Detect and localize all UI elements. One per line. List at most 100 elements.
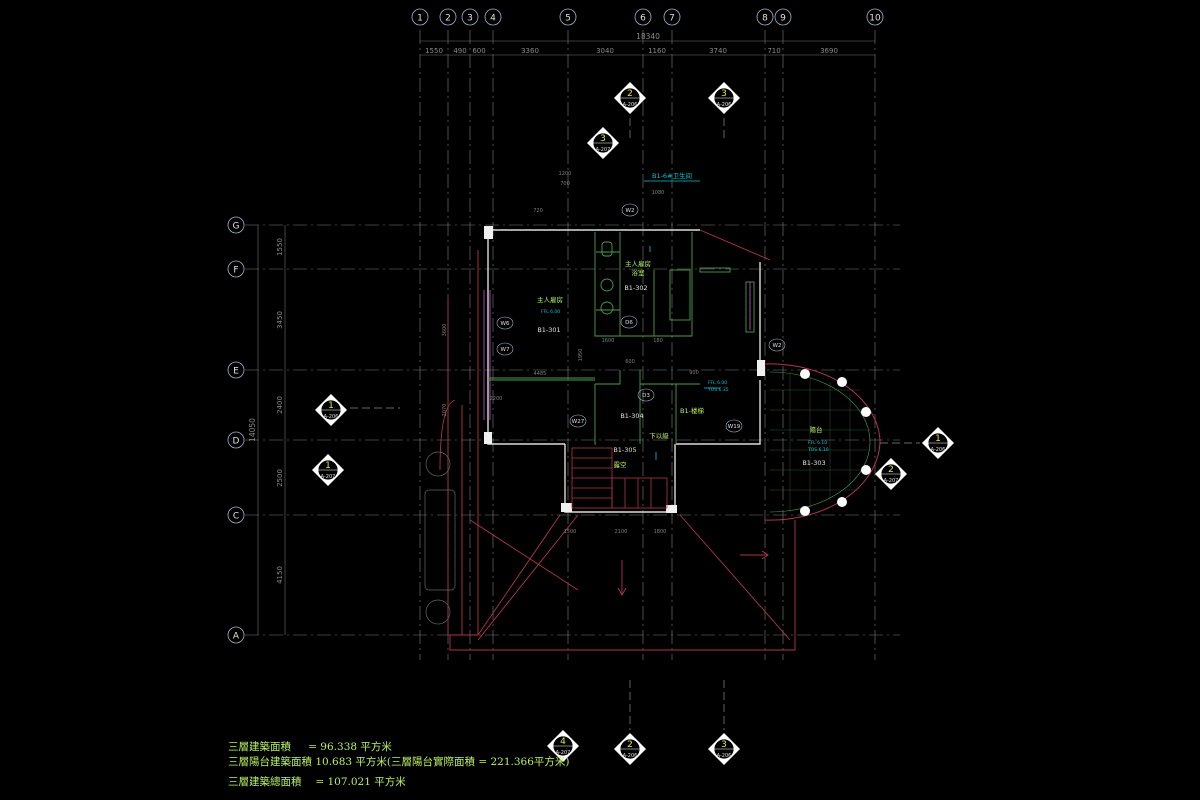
- level-marks: FFL 6.00 FFL 6.00 TOS 6.35 FFL 6.10 TOS …: [541, 309, 829, 453]
- tag-w27: W27: [572, 419, 585, 425]
- lower-level-features: [424, 451, 456, 625]
- section-7-num: 2: [888, 465, 894, 475]
- room-labels: 主人雇房 B1-301 主人雇房 浴室 B1-302 B1-304 B1-楼梯 …: [537, 171, 826, 469]
- left-dimension-labels: 1550 3450 2400 2500 4150: [276, 238, 284, 584]
- structural-columns: [484, 226, 765, 513]
- grid-row-f: F: [233, 266, 238, 276]
- dim-2070: 2070: [442, 404, 448, 417]
- section-10-sheet: A-206: [717, 753, 732, 759]
- dim-600: 600: [625, 359, 635, 365]
- tag-w2-top: W2: [626, 208, 635, 214]
- stair-name: B1-楼梯: [680, 406, 704, 415]
- grid-row-a: A: [233, 632, 240, 642]
- bay-window-left: [483, 282, 751, 420]
- section-3-sheet: A-207: [596, 147, 611, 153]
- area-notes: 三層建築面積 = 96.338 平方米 三層陽台建築面積 10.683 平方米(…: [228, 740, 570, 790]
- balcony-name: 陽台: [810, 425, 823, 434]
- tag-w7: W7: [501, 347, 510, 353]
- room-302-name: 主人雇房: [625, 259, 651, 268]
- section-6-sheet: A-206: [931, 447, 946, 453]
- svg-text:TOS 6.35: TOS 6.35: [707, 387, 729, 393]
- section-5-sheet: A-207: [321, 474, 336, 480]
- section-10-num: 3: [721, 740, 727, 750]
- section-3-num: 3: [600, 134, 606, 144]
- dim-left-1: 1550: [276, 238, 284, 256]
- grid-col-10: 10: [869, 14, 881, 24]
- section-cut-lines: [350, 118, 920, 730]
- balcony-id: B1-303: [802, 459, 825, 467]
- svg-text:TOS 6.10: TOS 6.10: [807, 447, 829, 453]
- opening-tags: W2 W6 W7 D6 D3 W27 W19 W2: [501, 208, 782, 430]
- room-304-id: B1-304: [620, 412, 643, 420]
- cyan-markers: [644, 180, 720, 460]
- section-4-sheet: A-206: [324, 414, 339, 420]
- dim-2200: 2200: [490, 396, 503, 402]
- room-305-sub: 露空: [614, 460, 628, 469]
- section-1-num: 2: [627, 89, 633, 99]
- section-2-num: 3: [721, 89, 727, 99]
- tag-w6: W6: [501, 321, 510, 327]
- dim-top-7: 3740: [709, 47, 727, 55]
- grid-row-d: D: [233, 437, 240, 447]
- dim-720: 720: [533, 208, 543, 214]
- balcony-columns: [800, 369, 871, 516]
- svg-text:FFL 6.10: FFL 6.10: [808, 440, 827, 446]
- dim-top-5: 3040: [596, 47, 614, 55]
- interior-partitions: [488, 232, 755, 445]
- section-8-sheet: A-207: [556, 750, 571, 756]
- dim-top-overall: 18340: [636, 32, 660, 41]
- room-305-id: B1-305: [613, 446, 636, 454]
- dim-1500: 1500: [564, 529, 577, 535]
- tag-w19: W19: [728, 424, 741, 430]
- note-total-area: 三層建築總面積 = 107.021 平方米: [228, 776, 406, 788]
- room-302-id: B1-302: [624, 284, 647, 292]
- tag-d6: D6: [625, 320, 633, 326]
- dim-1800: 1800: [654, 529, 667, 535]
- dim-top-8: 710: [767, 47, 780, 55]
- tag-w2-right: W2: [773, 343, 782, 349]
- dim-top-9: 3690: [820, 47, 838, 55]
- dim-left-3: 2400: [276, 396, 284, 414]
- dim-900: 900: [689, 370, 699, 376]
- dim-left-2: 3450: [276, 311, 284, 329]
- dim-top-2: 490: [453, 47, 466, 55]
- dim-180: 180: [653, 338, 663, 344]
- dim-4485: 4485: [534, 371, 547, 377]
- grid-bubbles-rows: [227, 216, 245, 644]
- grid-row-e: E: [233, 367, 239, 377]
- section-1-sheet: A-206: [623, 102, 638, 108]
- section-8-num: 4: [560, 737, 566, 747]
- section-2-sheet: A-206: [717, 102, 732, 108]
- section-5-num: 1: [325, 461, 331, 471]
- dim-left-4: 2500: [276, 469, 284, 487]
- dim-1200: 1200: [559, 171, 572, 177]
- grid-col-7: 7: [669, 14, 675, 24]
- grid-row-g: G: [233, 222, 240, 232]
- balcony: [764, 363, 881, 521]
- slope-arrows: [617, 550, 769, 596]
- dim-700: 700: [560, 181, 570, 187]
- grid-col-5: 5: [565, 14, 571, 24]
- top-dimension-labels: 1550 490 600 3360 3040 1160 3740 710 369…: [425, 47, 838, 55]
- svg-text:FFL 6.00: FFL 6.00: [708, 380, 727, 386]
- section-7-sheet: A-207: [884, 478, 899, 484]
- dim-left-5: 4150: [276, 566, 284, 584]
- dim-top-6: 1160: [648, 47, 666, 55]
- grid-row-c: C: [233, 512, 239, 522]
- grid-col-9: 9: [780, 14, 786, 24]
- roof-outline: [439, 229, 796, 651]
- dim-1950: 1950: [578, 349, 584, 362]
- left-dimension-lines: [257, 225, 286, 635]
- grid-bubble-labels-columns: 1 2 3 4 5 6 7 8 9 10: [417, 14, 881, 24]
- dim-top-1: 1550: [425, 47, 443, 55]
- dim-3600: 3600: [442, 324, 448, 337]
- grid-bubbles-columns: [411, 8, 884, 26]
- dim-1600: 1600: [602, 338, 615, 344]
- inner-dimensions: 4485 1950 1080 1200 700 1500 1600 2100 3…: [442, 171, 699, 535]
- svg-text:FFL 6.00: FFL 6.00: [541, 309, 560, 315]
- grid-col-6: 6: [640, 14, 646, 24]
- dim-top-4: 3360: [521, 47, 539, 55]
- dim-top-3: 600: [472, 47, 485, 55]
- note-balcony-area: 三層陽台建築面積 10.683 平方米(三層陽台實際面積 = 221.366平方…: [228, 756, 570, 768]
